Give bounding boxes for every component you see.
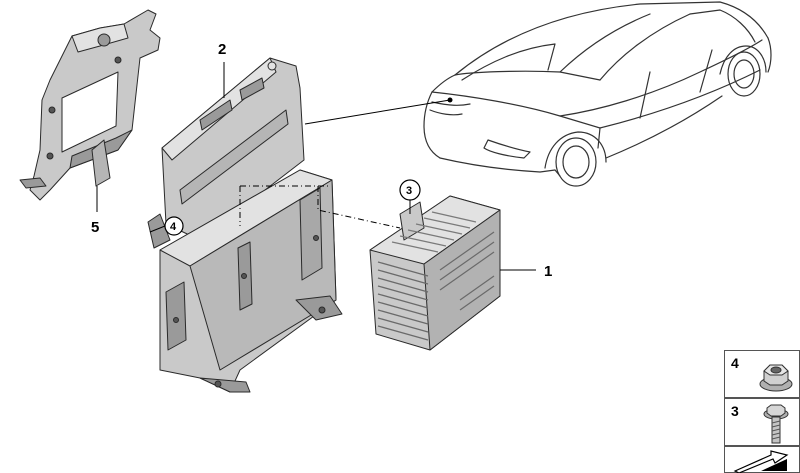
part-2-mounting-bracket [147, 57, 343, 393]
legend-number: 4 [731, 355, 739, 371]
callout-5: 5 [91, 219, 99, 236]
legend-number: 3 [731, 403, 739, 419]
callout-1: 1 [544, 263, 552, 280]
location-marker [447, 97, 453, 103]
assembly-dashed-lines [239, 185, 401, 229]
part-1-control-unit [369, 195, 501, 351]
callout-3: 3 [406, 185, 412, 197]
legend-item-arrow [724, 446, 800, 473]
callout-3-circled: 3 [399, 179, 421, 214]
hex-bolt-icon [763, 404, 789, 444]
car-outline [423, 1, 772, 187]
part-5-support-bracket [19, 9, 161, 201]
arrow-icon [733, 450, 789, 473]
callout-2: 2 [218, 41, 226, 58]
leader-car-to-bracket [304, 97, 453, 125]
callout-4-circled: 4 [149, 216, 184, 236]
callout-4: 4 [170, 221, 177, 233]
hex-flange-nut-icon [759, 364, 793, 392]
legend-item-3: 3 [724, 398, 800, 446]
legend-item-4: 4 [724, 350, 800, 398]
